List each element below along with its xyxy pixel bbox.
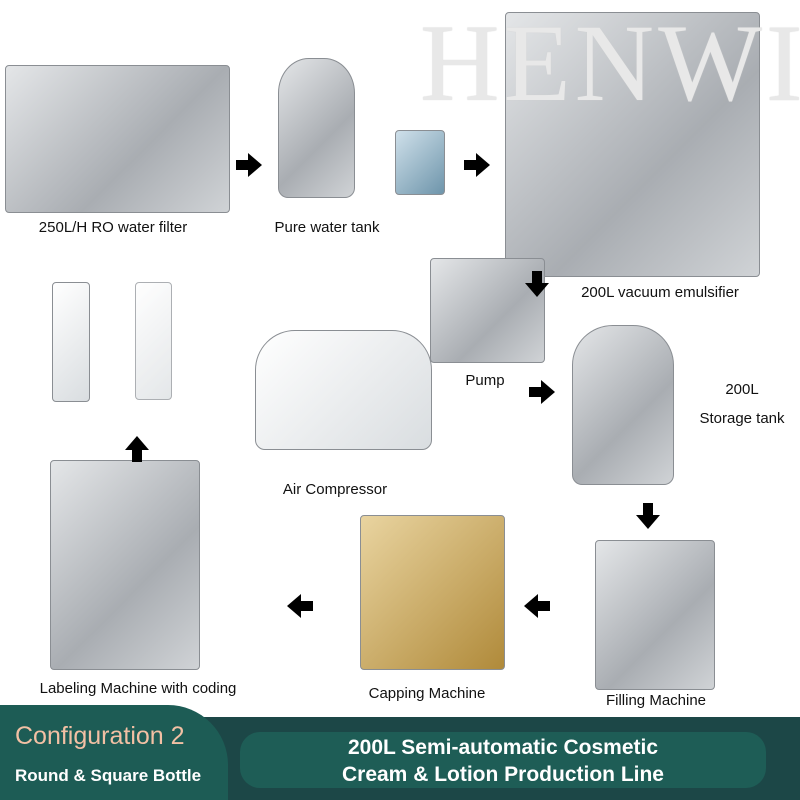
- vacuum-emulsifier-image: [505, 12, 760, 277]
- watermark-logo: HENWI: [420, 2, 800, 124]
- title-line-2: Cream & Lotion Production Line: [341, 763, 664, 786]
- arrow-up-icon: [125, 436, 149, 462]
- storage-tank-image: [572, 325, 674, 485]
- arrow-right-icon: [236, 153, 262, 177]
- label-labeling: Labeling Machine with coding: [39, 680, 237, 697]
- label-air-compressor: Air Compressor: [282, 481, 388, 498]
- ro-water-filter-image: [5, 65, 230, 213]
- arrow-left-icon: [287, 594, 313, 618]
- pump-image: [430, 258, 545, 363]
- capping-machine-image: [360, 515, 505, 670]
- filling-machine-image: [595, 540, 715, 690]
- production-line-title: 200L Semi-automatic Cosmetic Cream & Lot…: [240, 732, 766, 788]
- label-storage-tank: Storage tank: [699, 410, 785, 427]
- pure-water-tank-image: [278, 58, 355, 198]
- label-filling: Filling Machine: [605, 692, 707, 709]
- square-bottle-white-image: [52, 282, 90, 402]
- title-line-1: 200L Semi-automatic Cosmetic: [347, 736, 659, 759]
- square-bottle-clear-image: [135, 282, 172, 400]
- arrow-right-icon: [464, 153, 490, 177]
- label-emulsifier: 200L vacuum emulsifier: [581, 284, 739, 301]
- small-pump-image: [395, 130, 445, 195]
- label-pump: Pump: [465, 372, 505, 389]
- air-compressor-image: [255, 330, 432, 450]
- labeling-machine-image: [50, 460, 200, 670]
- bottle-type: Round & Square Bottle: [15, 766, 202, 785]
- label-ro-filter: 250L/H RO water filter: [38, 219, 188, 236]
- label-storage-capacity: 200L: [725, 381, 759, 398]
- config-label: Configuration 2: [15, 722, 185, 750]
- arrow-right-icon: [529, 380, 555, 404]
- label-capping: Capping Machine: [368, 685, 486, 702]
- label-pure-tank: Pure water tank: [274, 219, 380, 236]
- arrow-down-icon: [525, 271, 549, 297]
- arrow-down-icon: [636, 503, 660, 529]
- arrow-left-icon: [524, 594, 550, 618]
- config-tab: [0, 705, 228, 800]
